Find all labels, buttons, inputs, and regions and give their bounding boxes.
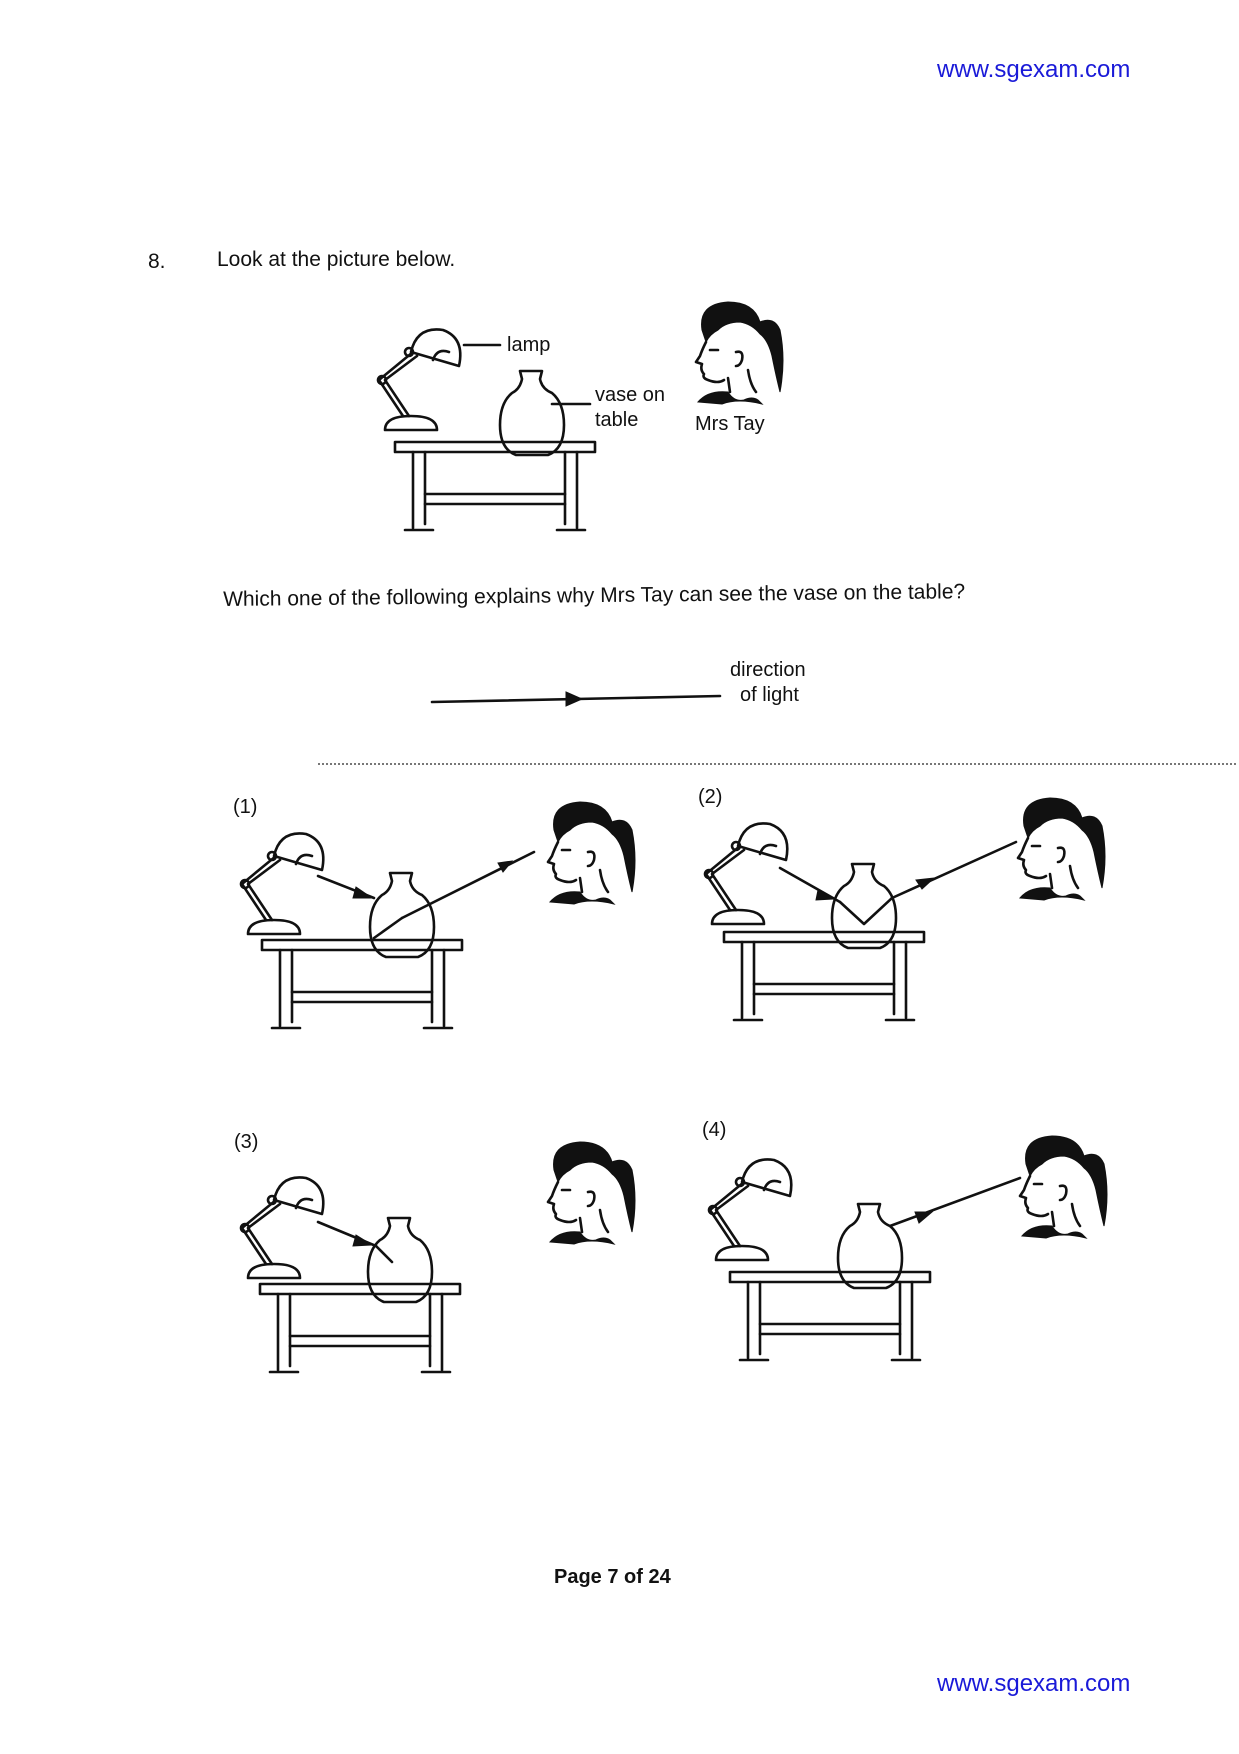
option-2-label: (2) — [698, 786, 723, 808]
person-label: Mrs Tay — [695, 413, 765, 435]
question-number: 8. — [148, 250, 166, 273]
vase-label-line2: table — [595, 409, 639, 431]
legend-line2: of light — [740, 684, 799, 706]
option-3-label: (3) — [234, 1131, 259, 1153]
lamp-label: lamp — [507, 334, 551, 356]
page-number: Page 7 of 24 — [554, 1566, 671, 1588]
vase-label-line1: vase on — [595, 384, 666, 406]
divider — [318, 763, 1236, 765]
question-intro: Look at the picture below. — [217, 248, 456, 271]
option-4-label: (4) — [702, 1119, 727, 1141]
header-link[interactable]: www.sgexam.com — [937, 56, 1131, 83]
footer-link[interactable]: www.sgexam.com — [937, 1670, 1131, 1697]
option-1-label: (1) — [233, 796, 258, 818]
legend-line1: direction — [730, 659, 806, 681]
